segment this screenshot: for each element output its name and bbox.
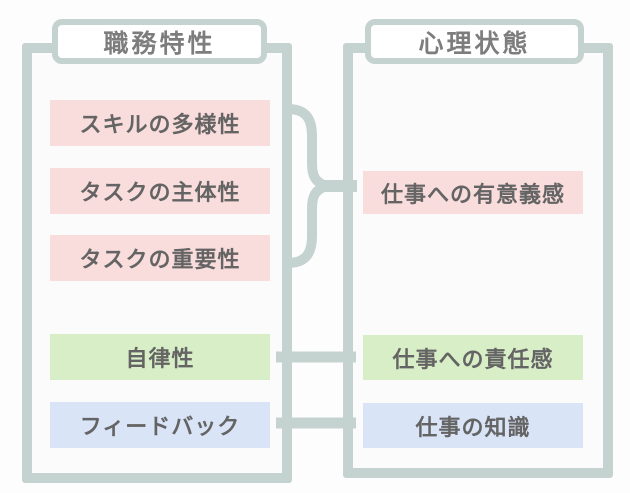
item-task-identity: タスクの主体性 [50, 168, 270, 214]
left-panel-title: 職務特性 [52, 19, 267, 64]
left-panel-title-label: 職務特性 [103, 29, 216, 58]
item-skill-variety: スキルの多様性 [50, 100, 270, 146]
right-panel-title: 心理状態 [365, 19, 584, 64]
item-work-knowledge: 仕事の知識 [363, 403, 583, 448]
right-panel-title-label: 心理状態 [418, 29, 531, 58]
item-task-significance: タスクの重要性 [50, 235, 270, 281]
item-feedback: フィードバック [50, 402, 270, 448]
item-work-meaningfulness: 仕事への有意義感 [363, 171, 583, 214]
item-work-responsibility: 仕事への責任感 [363, 335, 583, 380]
brace-connector-icon [287, 104, 331, 268]
item-autonomy: 自律性 [50, 334, 270, 380]
